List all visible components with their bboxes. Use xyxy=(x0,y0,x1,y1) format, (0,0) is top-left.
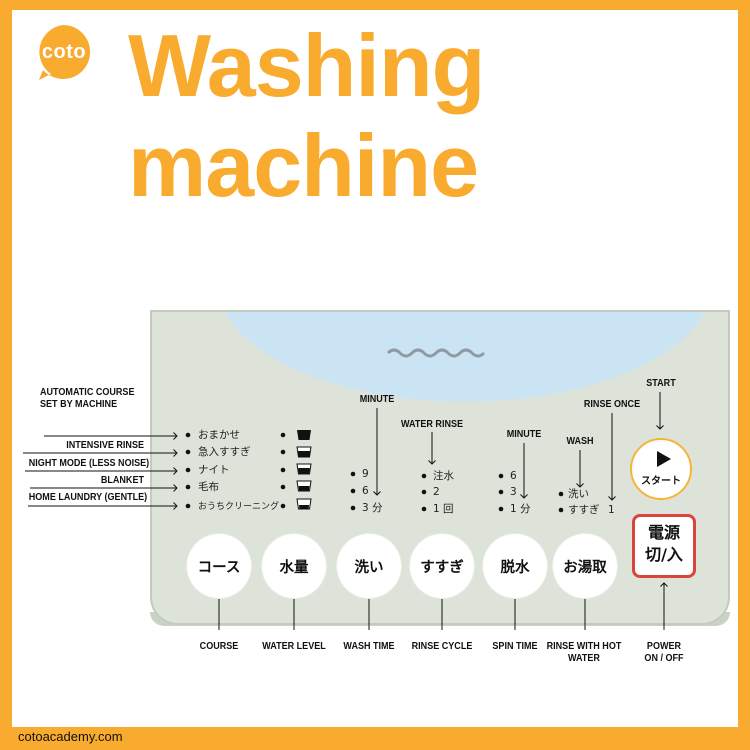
page-title-line1: Washing xyxy=(128,16,485,115)
wash-minute-label: MINUTE xyxy=(359,393,395,405)
course-option: 急入すすぎ xyxy=(198,446,251,458)
wash-label: WASH xyxy=(566,435,594,447)
rinse-once-label: RINSE ONCE xyxy=(583,398,641,410)
rinse-cycle-bottom-label: RINSE CYCLE xyxy=(411,640,473,652)
start-label: START xyxy=(646,377,676,389)
course-bottom-label: COURSE xyxy=(199,640,239,652)
spin-option: 6 xyxy=(510,470,517,482)
course-option: ナイト xyxy=(198,464,230,476)
spin-time-bottom-label: SPIN TIME xyxy=(492,640,538,652)
course-option: おまかせ xyxy=(198,429,240,441)
hot-water-option: すすぎ xyxy=(568,504,600,516)
spin-option: 3 xyxy=(510,486,517,498)
indicator-dots xyxy=(185,432,564,513)
blanket-label: BLANKET xyxy=(100,474,144,486)
course-option: 毛布 xyxy=(198,481,219,493)
spin-option: 1 分 xyxy=(510,503,531,515)
water-level-button[interactable]: 水量 xyxy=(262,534,326,598)
wash-option: 9 xyxy=(362,468,369,480)
home-laundry-label: HOME LAUNDRY (GENTLE) xyxy=(28,491,148,503)
water-level-icons xyxy=(296,430,312,510)
water-level-bottom-label: WATER LEVEL xyxy=(262,640,326,652)
rinse-once-value: 1 xyxy=(608,504,615,516)
hot-water-button[interactable]: お湯取 xyxy=(553,534,617,598)
website-link[interactable]: cotoacademy.com xyxy=(18,729,123,744)
rinse-option: 1 回 xyxy=(433,503,454,515)
power-button[interactable]: 電源切/入 xyxy=(632,514,696,578)
automatic-course-label: AUTOMATIC COURSE SET BY MACHINE xyxy=(40,386,135,410)
page-title-line2: machine xyxy=(128,116,479,215)
rinse-option: 2 xyxy=(433,486,440,498)
logo-text: coto xyxy=(41,41,87,63)
drum-window xyxy=(225,312,705,402)
rinse-option: 注水 xyxy=(433,470,454,482)
wash-option: 3 分 xyxy=(362,502,383,514)
wash-option: 6 xyxy=(362,485,369,497)
course-option: おうちクリーニング xyxy=(198,502,280,512)
power-text-line1: 電源 xyxy=(647,523,680,542)
course-button[interactable]: コース xyxy=(187,534,251,598)
power-text-line2: 切/入 xyxy=(645,545,683,564)
play-icon xyxy=(657,451,671,467)
start-button[interactable]: スタート xyxy=(630,438,692,500)
wash-button[interactable]: 洗い xyxy=(337,534,401,598)
hot-water-option: 洗い xyxy=(568,488,589,500)
water-wave-icon xyxy=(386,348,486,358)
water-rinse-label: WATER RINSE xyxy=(400,418,464,430)
rinse-hot-bottom-label: RINSE WITH HOT WATER xyxy=(546,640,622,664)
spin-minute-label: MINUTE xyxy=(506,428,542,440)
intensive-rinse-label: INTENSIVE RINSE xyxy=(66,439,144,451)
coto-logo-bubble-icon xyxy=(39,24,91,80)
power-bottom-label: POWER ON / OFF xyxy=(644,640,684,664)
night-mode-label: NIGHT MODE (LESS NOISE) xyxy=(28,457,150,469)
start-button-text: スタート xyxy=(641,476,681,487)
wash-time-bottom-label: WASH TIME xyxy=(343,640,395,652)
spin-button[interactable]: 脱水 xyxy=(483,534,547,598)
rinse-button[interactable]: すすぎ xyxy=(410,534,474,598)
